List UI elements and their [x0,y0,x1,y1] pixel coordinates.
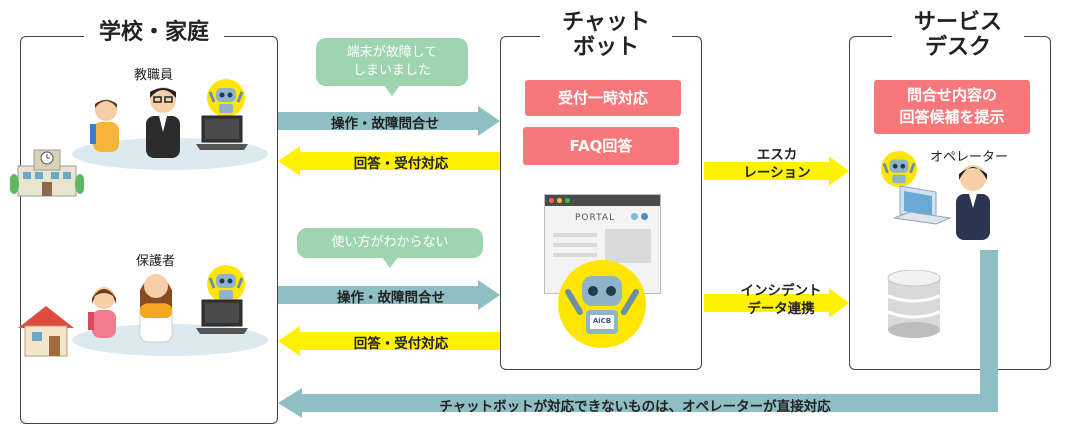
teacher-speech-bubble: 端末が故障して しまいました [316,38,468,96]
robot-icon [207,265,245,303]
robot-icon [880,150,918,188]
portal-text-line [553,253,597,257]
operator-laptop-icon [893,185,952,225]
teacher-inquiry-label: 操作・故障問合せ [331,116,439,132]
portal-label: PORTAL [575,213,616,223]
window-max-dot [565,198,570,203]
servicedesk-title-line1: サービス [913,10,1002,35]
answer-candidate-line2: 回答候補を提示 [899,108,1005,126]
operator-label: オペレーター [930,150,1009,165]
answer-candidate-box: 問合せ内容の 回答候補を提示 [874,80,1030,134]
portal-dot-icon [641,213,648,220]
guardian-inquiry-label: 操作・故障問合せ [337,290,445,306]
operator-icon [956,165,990,240]
direct-response-arrow [278,250,998,418]
servicedesk-title-line2: デスク [924,35,991,60]
guardian-answer-label: 回答・受付対応 [353,336,449,352]
escalation-line1: エスカ [756,147,798,163]
incident-data-label: インシデント データ連携 [722,282,840,318]
portal-dot-icon [631,213,638,220]
teacher-label: 教職員 [134,68,174,83]
chatbot-title-line1: チャット [562,10,650,35]
chatbot-robot-icon [558,260,646,348]
teacher-icon [146,87,180,158]
teacher-bubble-line1: 端末が故障して [346,45,438,60]
incident-line1: インシデント [740,283,822,299]
school-panel-title: 学校・家庭 [84,20,224,45]
portal-image-placeholder [605,229,651,263]
teacher-bubble-line2: しまいました [352,63,431,78]
robot-badge-text: AiCB [592,317,612,325]
portal-text-line [553,233,597,237]
teacher-answer-arrow [278,146,500,176]
faq-box: FAQ回答 [523,127,679,165]
escalation-line2: レーション [743,165,811,181]
house-icon [18,306,74,357]
teacher-inquiry-arrow [278,106,500,136]
robot-icon [207,79,245,117]
guardian-speech-bubble: 使い方がわからない [297,228,483,268]
servicedesk-panel-title: サービス デスク [892,10,1024,60]
laptop-icon [196,115,248,150]
laptop-icon [196,299,248,334]
escalation-label: エスカ レーション [722,146,832,182]
school-building-icon [10,149,84,197]
reception-box: 受付一時対応 [525,80,681,116]
teacher-answer-label: 回答・受付対応 [353,156,449,172]
guardian-label: 保護者 [136,254,176,269]
portal-text-line [553,243,597,247]
window-close-dot [549,198,554,203]
chatbot-title-line2: ボット [572,35,639,60]
parent-icon [139,274,173,343]
escalation-arrow [704,156,849,186]
answer-candidate-line1: 問合せ内容の [906,86,997,104]
chatbot-panel-title: チャット ボット [540,10,672,60]
child-icon [88,287,116,338]
database-icon [887,270,941,338]
window-min-dot [557,198,562,203]
guardian-answer-arrow [278,326,500,356]
incident-data-arrow [704,288,849,318]
guardian-inquiry-arrow [278,280,500,310]
portal-titlebar [545,195,660,206]
guardian-bubble-text: 使い方がわからない [331,235,449,250]
direct-response-label: チャットボットが対応できないものは、オペレーターが直接対応 [439,399,831,415]
incident-line2: データ連携 [747,301,815,317]
student-icon [90,99,119,152]
